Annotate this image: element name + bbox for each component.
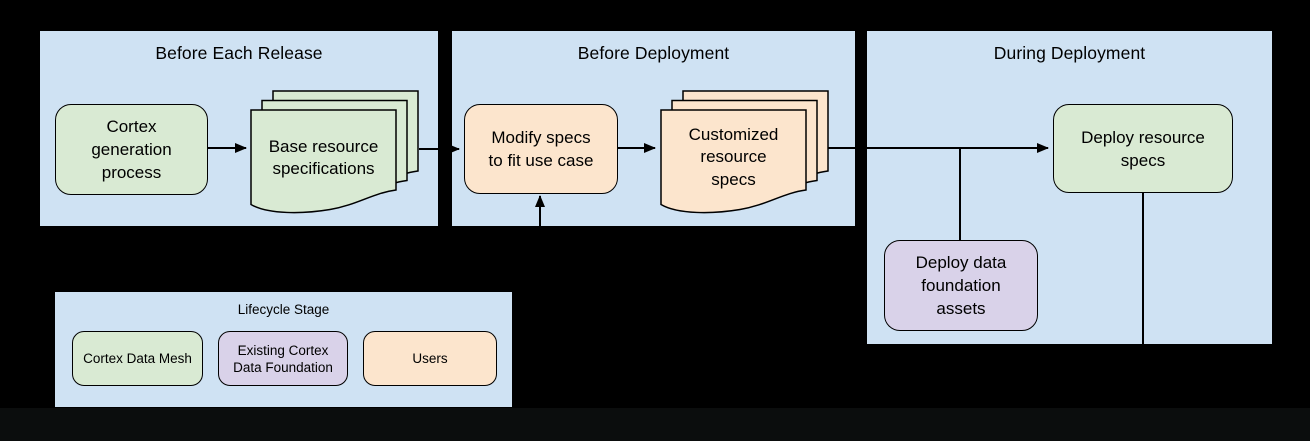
deploy-data-foundation-assets-node: Deploy data foundation assets xyxy=(884,240,1038,331)
panel-title-before-each-release: Before Each Release xyxy=(155,43,323,63)
panel-title-before-deployment: Before Deployment xyxy=(577,43,730,63)
legend-item-cortex-data-mesh: Cortex Data Mesh xyxy=(72,331,203,386)
customized-specs-document-stack xyxy=(661,91,828,213)
legend-item-users: Users xyxy=(363,331,497,386)
deploy-resource-specs-node: Deploy resource specs xyxy=(1053,104,1233,193)
legend-lifecycle-stage: Lifecycle Stage Cortex Data Mesh Existin… xyxy=(55,292,512,407)
base-resource-specifications-label: Base resource specifications xyxy=(268,136,379,179)
legend-title: Lifecycle Stage xyxy=(237,302,330,317)
customized-resource-specs-label: Customized resource specs xyxy=(688,124,779,189)
modify-specs-node: Modify specs to fit use case xyxy=(464,104,618,194)
panel-title-during-deployment: During Deployment xyxy=(993,43,1146,63)
legend-item-existing-cortex-data-foundation: Existing Cortex Data Foundation xyxy=(218,331,348,386)
cortex-generation-process-node: Cortex generation process xyxy=(55,104,208,195)
base-specs-document-stack xyxy=(251,91,418,213)
bottom-strip xyxy=(0,408,1310,441)
